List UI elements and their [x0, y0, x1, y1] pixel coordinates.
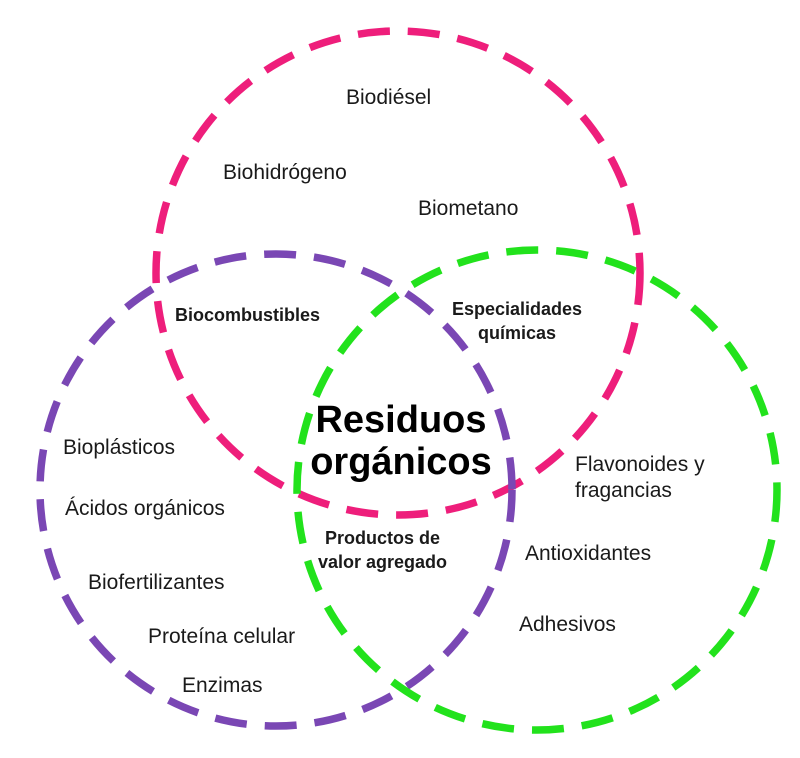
center-title: Residuos orgánicos: [301, 399, 501, 484]
circle-right: [293, 246, 781, 734]
item-acidos-organicos: Ácidos orgánicos: [65, 497, 225, 520]
item-biohidrogeno: Biohidrógeno: [223, 161, 347, 184]
item-antioxidantes: Antioxidantes: [525, 542, 652, 565]
overlap-productos-valor-agregado: Productos de valor agregado: [318, 528, 448, 573]
item-enzimas: Enzimas: [182, 674, 263, 697]
circle-top: [152, 27, 644, 519]
item-biometano: Biometano: [418, 197, 519, 220]
item-biofertilizantes: Biofertilizantes: [88, 571, 225, 594]
overlap-biocombustibles: Biocombustibles: [175, 305, 321, 325]
center-title-line1: Residuos: [315, 399, 487, 441]
item-adhesivos: Adhesivos: [519, 613, 616, 636]
item-flavonoides-fragancias: Flavonoides y fragancias: [575, 453, 705, 503]
item-biodiesel: Biodiésel: [346, 86, 432, 109]
item-bioplasticos: Bioplásticos: [63, 436, 176, 459]
circle-left: [36, 250, 516, 730]
center-title-line2: orgánicos: [310, 440, 492, 483]
item-proteina-celular: Proteína celular: [148, 625, 296, 648]
overlap-especialidades-quimicas: Especialidades químicas: [452, 299, 583, 344]
